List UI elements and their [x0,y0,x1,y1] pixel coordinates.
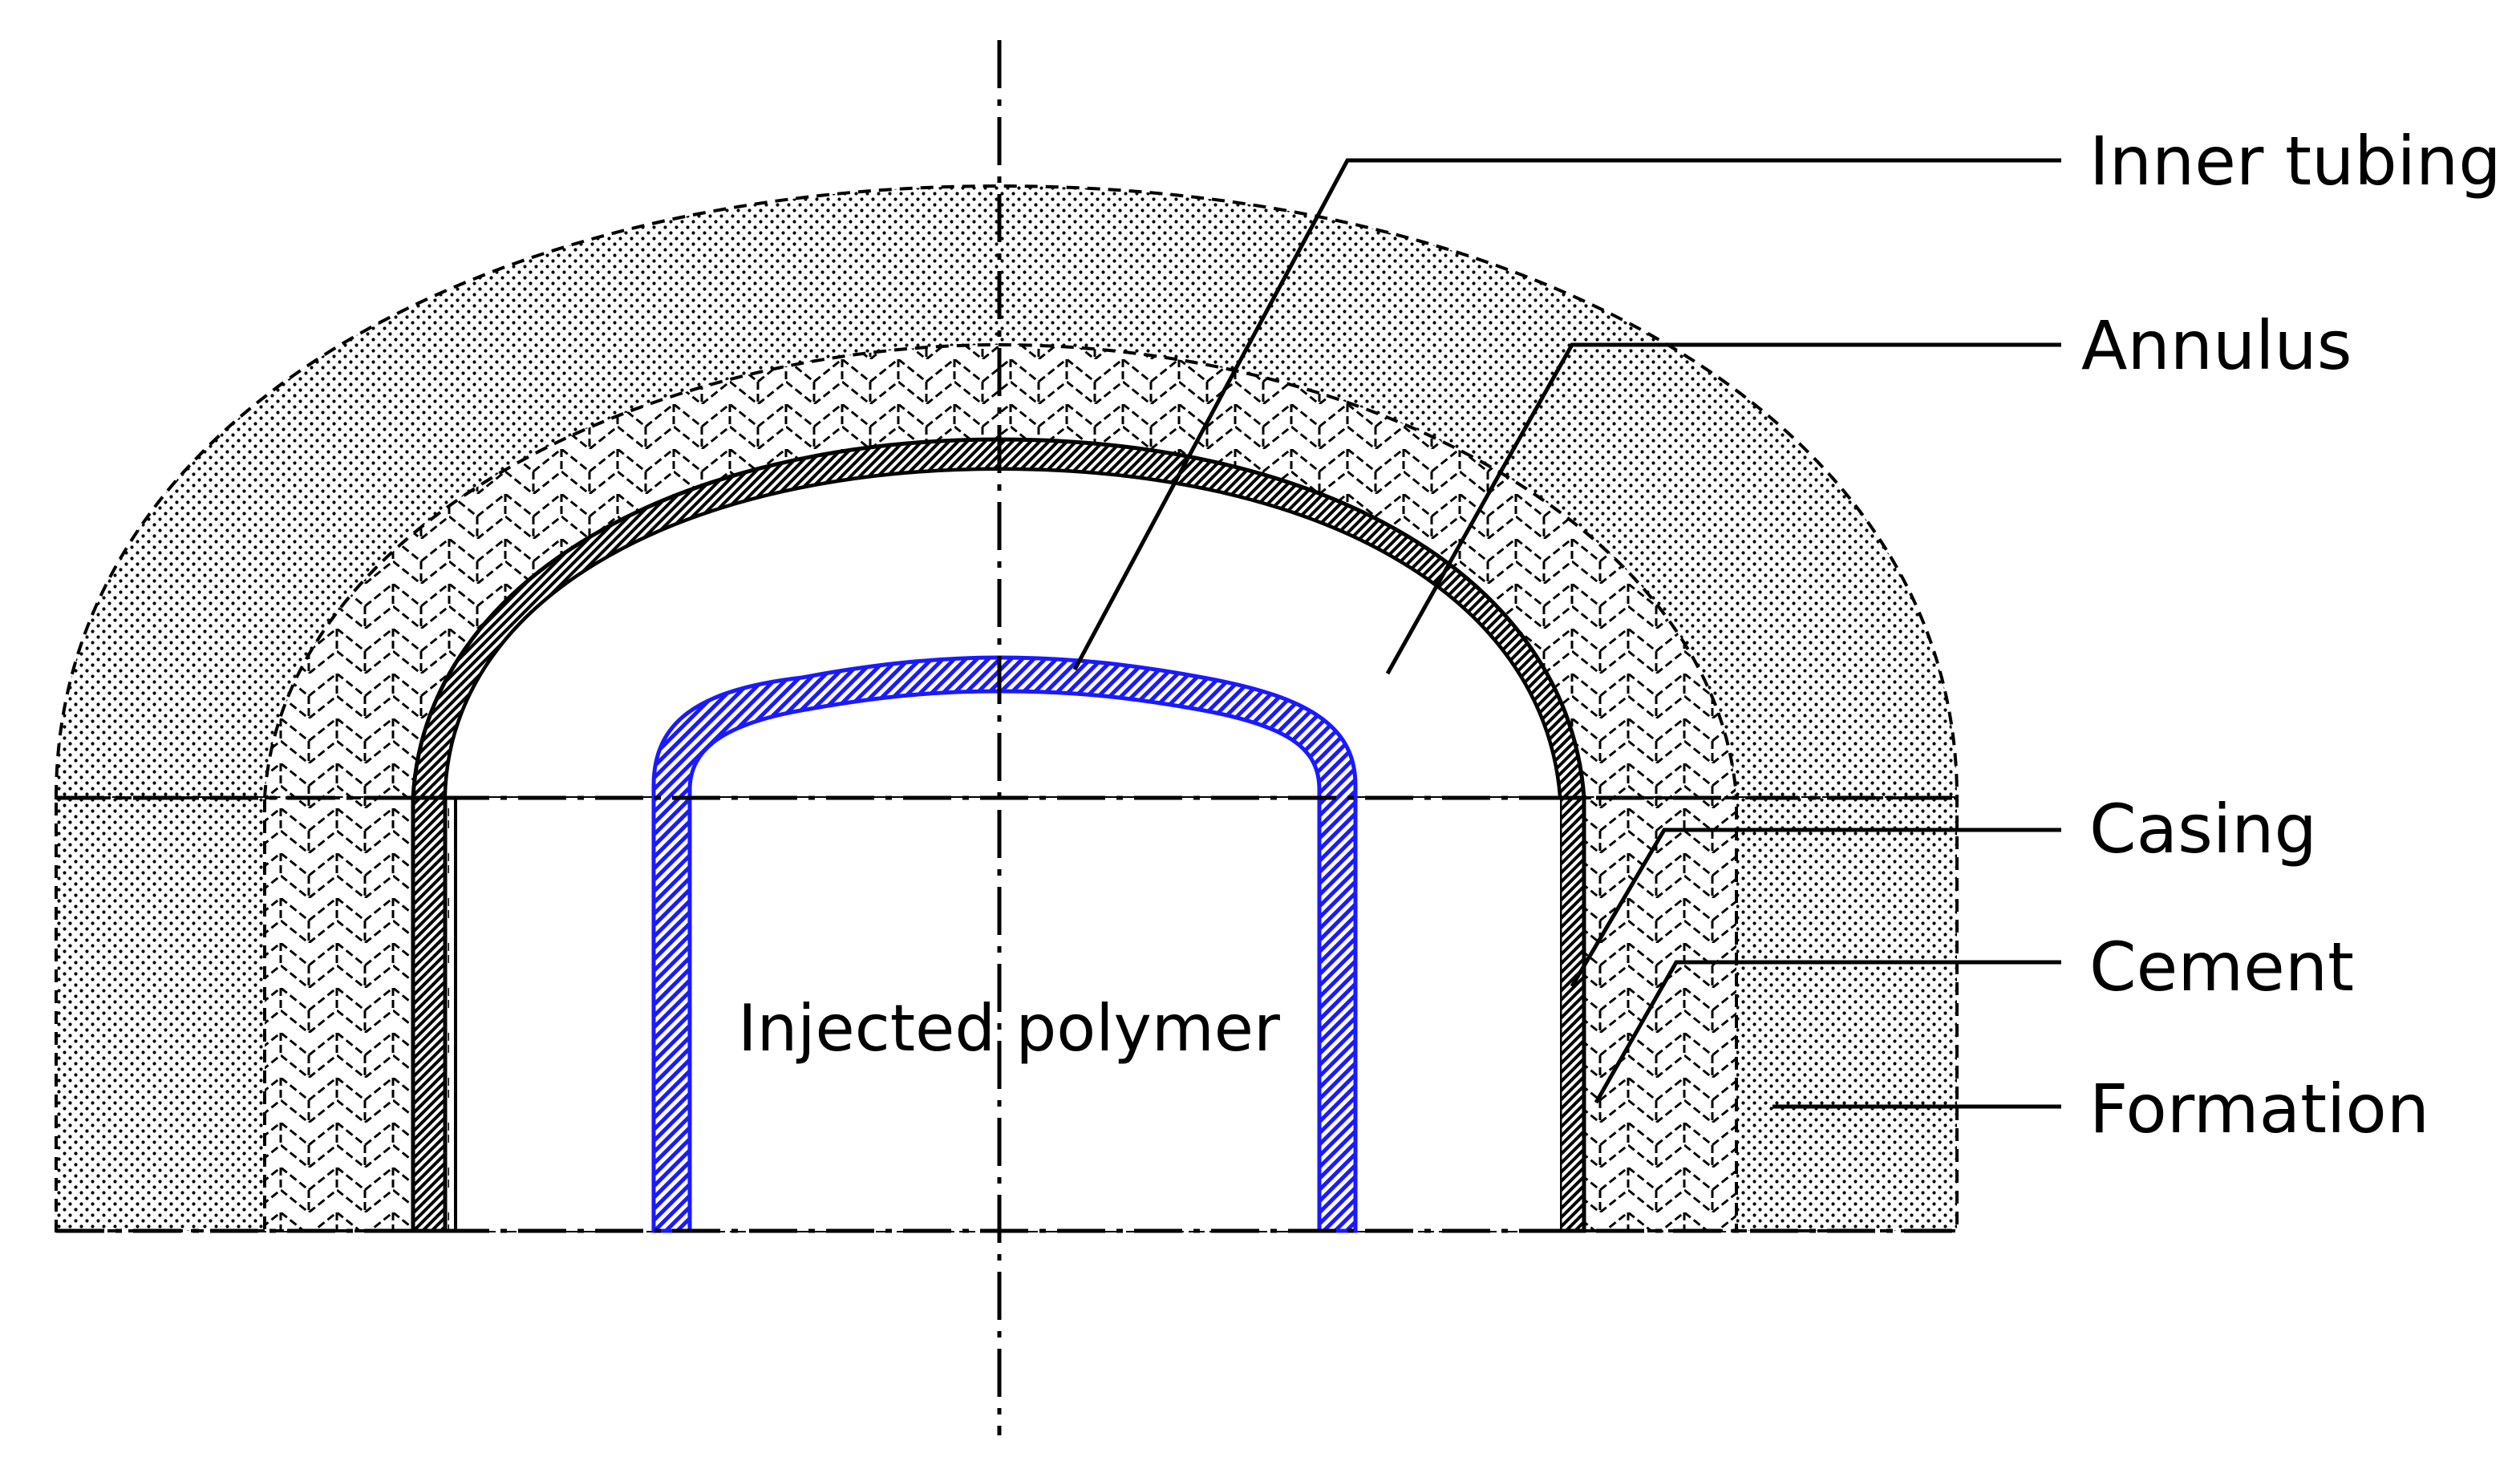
leader-lines [1072,158,2061,1109]
leader-cement [1594,960,2061,1104]
axis-lines [56,40,1957,1435]
annulus-label: Annulus [2081,306,2352,385]
leader-casing [1570,828,2061,988]
inner-tubing-label: Inner tubing [2089,122,2502,200]
leader-inner-tubing [1072,158,2061,671]
annulus-region [443,467,1562,1231]
casing-label: Casing [2089,790,2317,868]
inner-tubing [651,655,1358,1233]
injected-polymer-label: Injected polymer [738,991,1280,1066]
formation-label: Formation [2089,1070,2429,1148]
leader-annulus [1385,342,2061,675]
cement-label: Cement [2089,928,2354,1006]
